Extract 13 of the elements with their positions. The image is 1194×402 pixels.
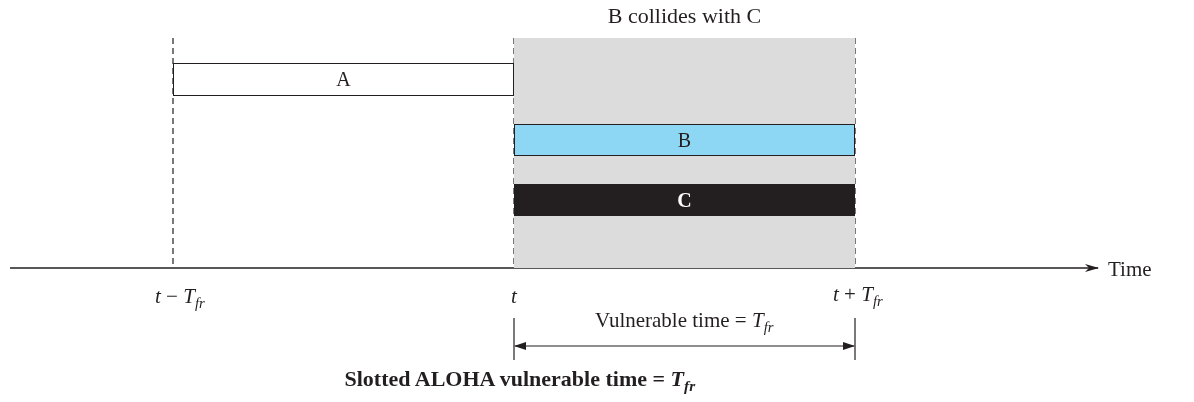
frame-label: C: [677, 188, 692, 212]
frame-bar: [514, 124, 855, 156]
axis-label: Time: [1108, 257, 1152, 282]
frame-bar: [514, 184, 855, 216]
region-heading: B collides with C: [606, 3, 763, 29]
tick-label: t + T$_{fr}$: [833, 282, 883, 311]
dimension-label: Vulnerable time = T$_{fr}$: [595, 308, 774, 337]
tick-label: t − T$_{fr}$: [155, 284, 205, 313]
frame-bar: [173, 63, 514, 96]
frame-label: B: [677, 128, 692, 152]
tick-label: t: [511, 284, 517, 309]
caption: Slotted ALOHA vulnerable time = T$_{fr}$: [344, 366, 696, 396]
frame-label: A: [336, 68, 351, 91]
